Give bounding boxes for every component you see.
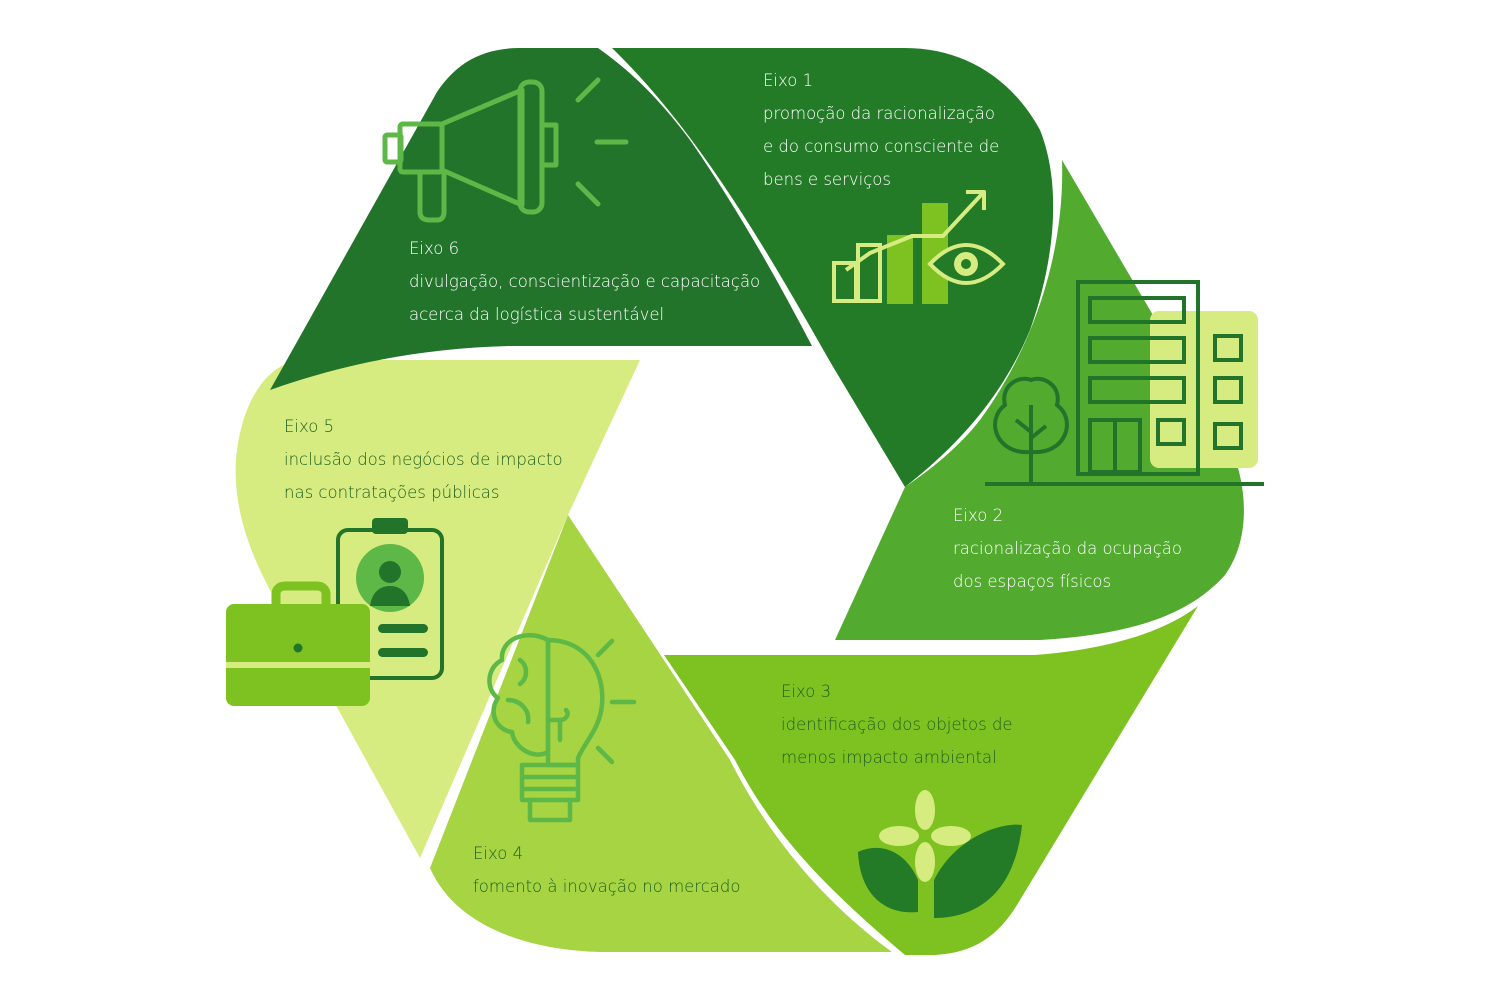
- eixo5-line-1: inclusão dos negócios de impacto: [284, 450, 563, 469]
- chart-eye-icon: [832, 190, 1006, 304]
- eixo4-line-1: fomento à inovação no mercado: [473, 877, 741, 896]
- eixo6-title: Eixo 6: [409, 239, 460, 258]
- eixo5-title: Eixo 5: [284, 417, 335, 436]
- eixo4-title: Eixo 4: [473, 844, 524, 863]
- eixo5-text: Eixo 5 inclusão dos negócios de impacto …: [284, 410, 563, 509]
- eixo1-title: Eixo 1: [763, 71, 814, 90]
- eixo2-line-1: racionalização da ocupação: [953, 539, 1182, 558]
- briefcase-badge-icon: [226, 518, 444, 706]
- segment-eixo6: [270, 48, 812, 390]
- eixo1-line-2: e do consumo consciente de: [763, 137, 1000, 156]
- megaphone-icon: [382, 77, 629, 223]
- segment-eixo2: [835, 160, 1244, 640]
- eixo3-line-1: identificação dos objetos de: [781, 715, 1013, 734]
- eixo3-title: Eixo 3: [781, 682, 832, 701]
- plant-icon: [858, 790, 1022, 918]
- eixo1-line-3: bens e serviços: [763, 170, 891, 189]
- segment-eixo4: [430, 515, 892, 952]
- eixo2-text: Eixo 2 racionalização da ocupação dos es…: [953, 499, 1182, 598]
- eixo3-line-2: menos impacto ambiental: [781, 748, 997, 767]
- eixo1-text: Eixo 1 promoção da racionalização e do c…: [763, 64, 999, 196]
- eixo6-line-2: acerca da logística sustentável: [409, 305, 665, 324]
- eixo5-line-2: nas contratações públicas: [284, 483, 500, 502]
- eixo6-line-1: divulgação, conscientização e capacitaçã…: [409, 272, 761, 291]
- eixo3-text: Eixo 3 identificação dos objetos de meno…: [781, 675, 1013, 774]
- building-tree-icon: [985, 280, 1264, 486]
- eixo6-text: Eixo 6 divulgação, conscientização e cap…: [409, 232, 760, 331]
- eixo2-title: Eixo 2: [953, 506, 1004, 525]
- brain-lightbulb-icon: [487, 633, 637, 823]
- eixo4-text: Eixo 4 fomento à inovação no mercado: [473, 837, 740, 903]
- eixo2-line-2: dos espaços físicos: [953, 572, 1112, 591]
- eixo1-line-1: promoção da racionalização: [763, 104, 995, 123]
- segment-eixo3: [664, 606, 1198, 955]
